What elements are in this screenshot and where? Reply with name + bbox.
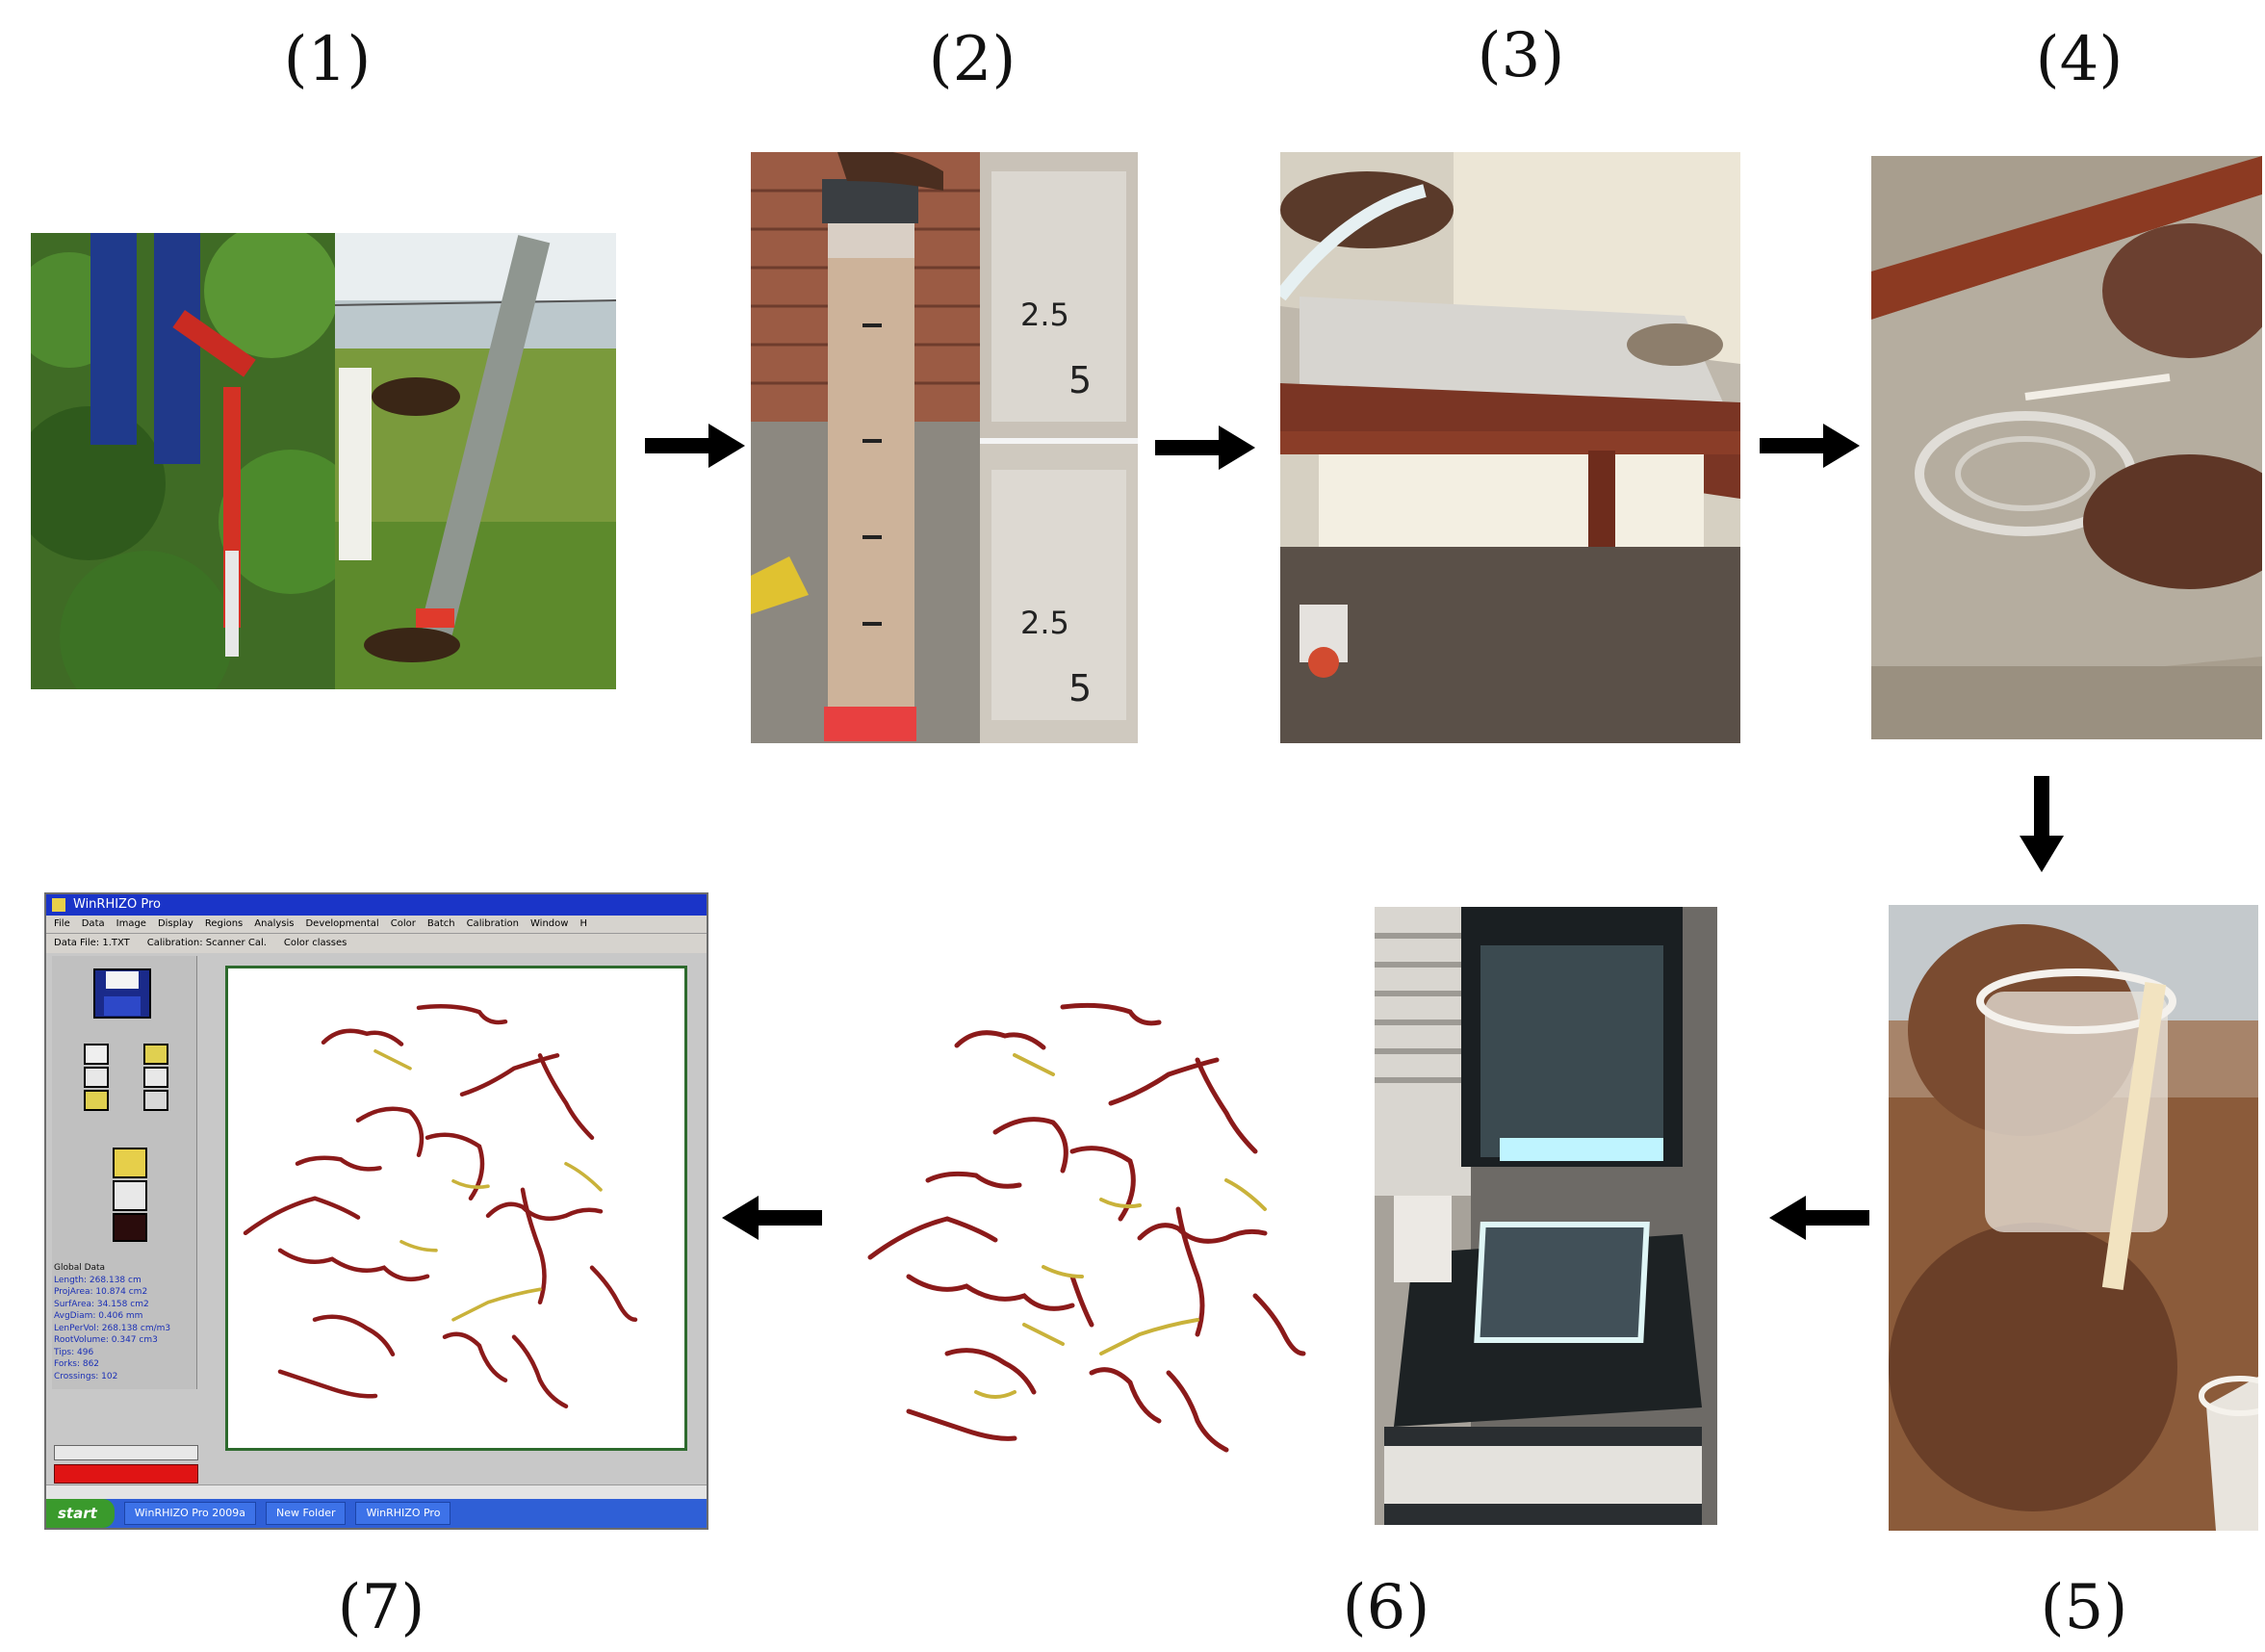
- menu-image[interactable]: Image: [116, 918, 146, 929]
- status-field-datafile: Data File: 1.TXT: [54, 938, 130, 948]
- photo-flatbed-scanner: [1375, 907, 1717, 1525]
- global-data-row: LenPerVol: 268.138 cm/m3: [54, 1323, 171, 1333]
- tool-icon-a[interactable]: [84, 1044, 109, 1111]
- step-label-7: (7): [337, 1572, 425, 1643]
- menu-window[interactable]: Window: [530, 918, 569, 929]
- step-label-6: (6): [1342, 1572, 1430, 1643]
- global-data-row: Tips: 496: [54, 1347, 94, 1357]
- menu-developmental[interactable]: Developmental: [305, 918, 379, 929]
- global-data-panel: Global Data Length: 268.138 cm ProjArea:…: [54, 1262, 196, 1382]
- taskbar-item[interactable]: WinRHIZO Pro: [355, 1502, 451, 1525]
- menu-display[interactable]: Display: [157, 918, 193, 929]
- save-icon[interactable]: [93, 968, 151, 1019]
- global-data-row: AvgDiam: 0.406 mm: [54, 1311, 143, 1321]
- step-label-3: (3): [1477, 20, 1565, 91]
- step-label-5: (5): [2040, 1572, 2128, 1643]
- step-label-2: (2): [928, 24, 1017, 95]
- step-label-4: (4): [2035, 24, 2123, 95]
- taskbar: start WinRHIZO Pro 2009a New Folder WinR…: [46, 1499, 707, 1528]
- root-image-canvas[interactable]: [225, 966, 687, 1451]
- bag-mark-a: 2.5: [1020, 297, 1069, 333]
- arrow-right-3: [1760, 424, 1860, 468]
- arrow-left-2: [722, 1196, 822, 1240]
- status-field-calibration: Calibration: Scanner Cal.: [146, 938, 267, 948]
- global-data-title: Global Data: [54, 1263, 106, 1273]
- window-titlebar: WinRHIZO Pro: [46, 894, 707, 916]
- global-data-row: Forks: 862: [54, 1359, 100, 1369]
- menu-data[interactable]: Data: [81, 918, 105, 929]
- horizontal-scrollbar[interactable]: [46, 1484, 707, 1499]
- arrow-left-1: [1769, 1196, 1869, 1240]
- menu-calibration[interactable]: Calibration: [466, 918, 519, 929]
- window-title: WinRHIZO Pro: [73, 897, 161, 912]
- global-data-row: Length: 268.138 cm: [54, 1275, 142, 1285]
- menu-batch[interactable]: Batch: [426, 918, 455, 929]
- bag-mark-b: 5: [1068, 359, 1092, 401]
- tool-panel: [52, 956, 197, 1389]
- scanned-root-image: [867, 1002, 1306, 1453]
- global-data-row: SurfArea: 34.158 cm2: [54, 1299, 149, 1309]
- arrow-down-1: [2020, 776, 2064, 872]
- status-row: Data File: 1.TXT Calibration: Scanner Ca…: [46, 933, 707, 953]
- menu-regions[interactable]: Regions: [204, 918, 244, 929]
- app-icon: [52, 898, 65, 912]
- global-data-row: ProjArea: 10.874 cm2: [54, 1287, 148, 1297]
- software-window: WinRHIZO Pro File Data Image Display Reg…: [44, 892, 708, 1530]
- taskbar-item[interactable]: WinRHIZO Pro 2009a: [123, 1502, 256, 1525]
- global-data-row: Crossings: 102: [54, 1371, 118, 1381]
- photo-root-picking: [1871, 156, 2262, 739]
- arrow-right-2: [1155, 426, 1255, 470]
- bag-mark-c: 2.5: [1020, 605, 1069, 641]
- global-data-row: RootVolume: 0.347 cm3: [54, 1335, 158, 1345]
- menu-file[interactable]: File: [54, 918, 70, 929]
- menu-help[interactable]: H: [579, 918, 587, 929]
- progress-indicator: [54, 1445, 198, 1487]
- photo-core-tube-and-bags: 2.5 5 2.5 5: [751, 152, 1138, 743]
- menu-color[interactable]: Color: [390, 918, 416, 929]
- menu-analysis[interactable]: Analysis: [254, 918, 295, 929]
- analysis-tool-icon[interactable]: [113, 1148, 147, 1242]
- photo-root-sample-cup: [1889, 905, 2258, 1531]
- photo-soil-sampling: [31, 233, 616, 689]
- bag-mark-d: 5: [1068, 667, 1092, 710]
- menu-bar: File Data Image Display Regions Analysis…: [46, 916, 707, 933]
- photo-root-washing: [1280, 152, 1740, 743]
- status-field-colorclasses: Color classes: [283, 938, 347, 948]
- tool-icon-b[interactable]: [143, 1044, 168, 1111]
- arrow-right-1: [645, 424, 745, 468]
- taskbar-item[interactable]: New Folder: [266, 1502, 347, 1525]
- step-label-1: (1): [283, 24, 372, 95]
- start-button[interactable]: start: [46, 1499, 115, 1528]
